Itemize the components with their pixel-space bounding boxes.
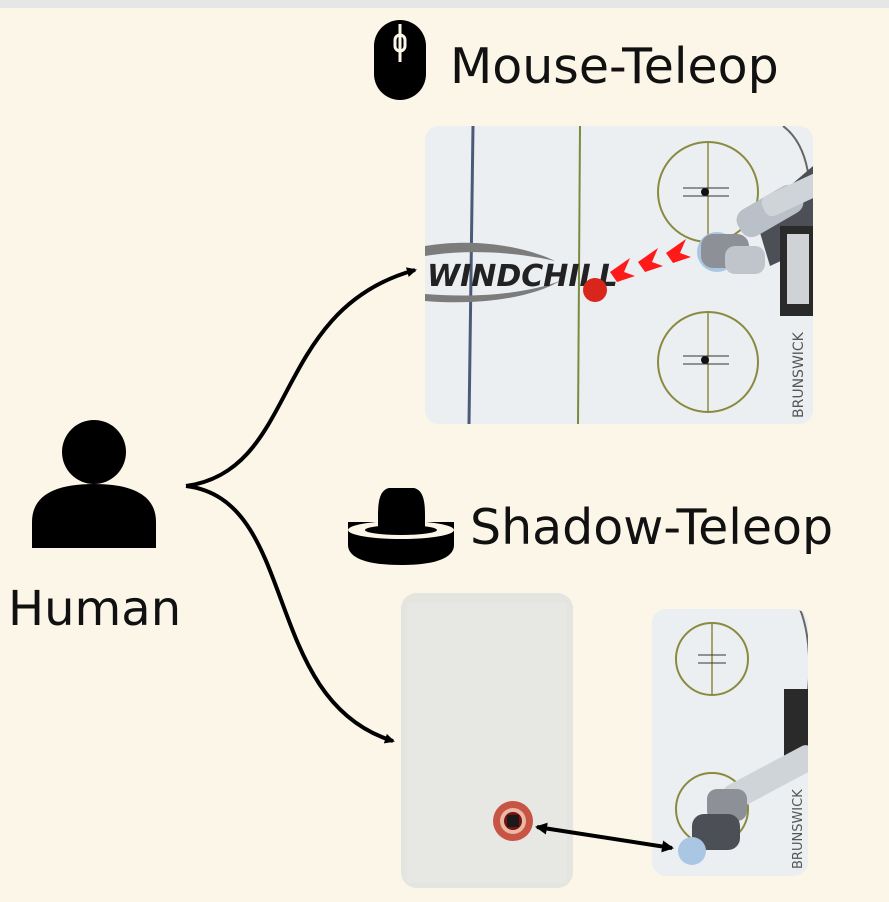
top-bar [0, 0, 889, 8]
motion-arrows [610, 239, 691, 282]
mouse-teleop-label: Mouse-Teleop [450, 38, 779, 95]
puck [583, 278, 607, 302]
mouse-teleop-photo: WINDCHILL BRUNSWICK [425, 126, 813, 424]
table-brand-text-2: BRUNSWICK [791, 789, 806, 869]
arrow-to-mouse-teleop [185, 267, 417, 488]
human-label: Human [8, 581, 182, 637]
table-brand-text: BRUNSWICK [791, 331, 807, 418]
shadow-teleop-robot-photo: BRUNSWICK [652, 609, 808, 876]
arrow-to-shadow-teleop [185, 484, 395, 744]
shadow-teleop-label: Shadow-Teleop [470, 499, 834, 556]
